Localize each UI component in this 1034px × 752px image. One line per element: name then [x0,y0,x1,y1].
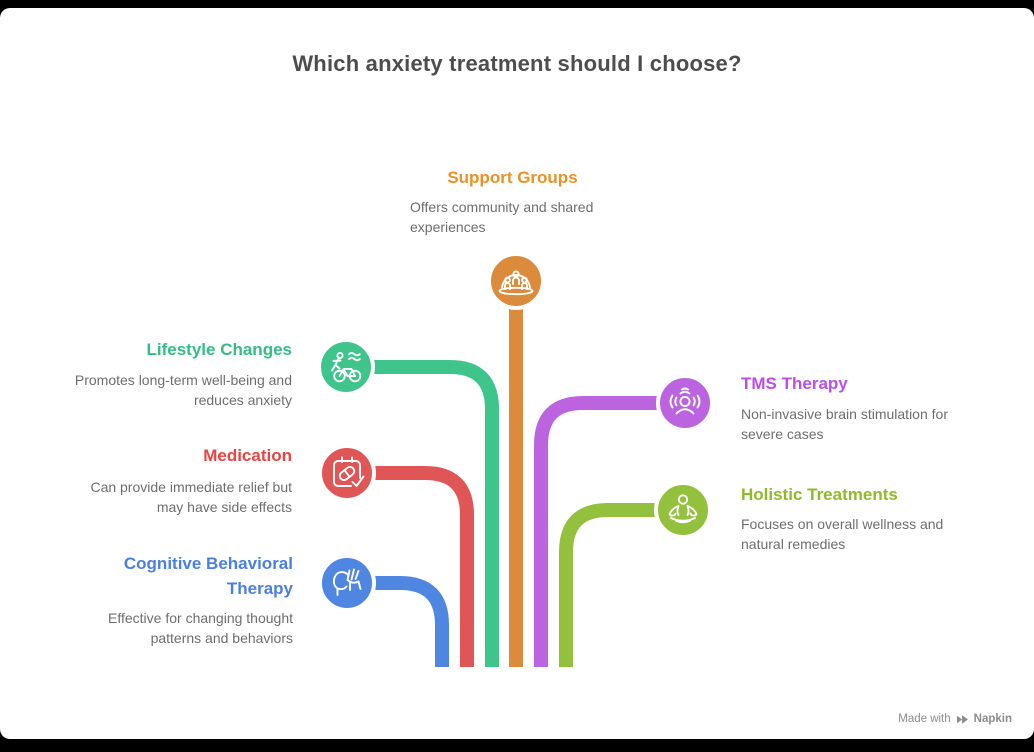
medication-label: Medication [203,446,292,465]
description-line: severe cases [741,426,824,442]
lifestyle-changes-node [317,338,375,396]
label-line: Cognitive Behavioral [123,554,293,573]
running-cycling-icon [331,351,362,383]
napkin-logo-icon [956,714,968,724]
medication-description: Can provide immediate relief but may hav… [52,477,292,517]
support-groups-label: Support Groups [447,168,578,187]
description-line: natural remedies [741,536,846,552]
lifestyle-changes-description: Promotes long-term well-being and reduce… [52,370,292,410]
page-title: Which anxiety treatment should I choose? [292,51,742,76]
head-hand-icon [332,568,362,596]
made-with-napkin[interactable]: Made with Napkin [898,713,1012,725]
holistic-treatments-connector [556,500,683,670]
tms-therapy-description: Non-invasive brain stimulation for sever… [741,404,991,444]
tms-therapy-connector [531,393,685,670]
cbt-connector [347,573,452,670]
lifestyle-changes-label: Lifestyle Changes [146,340,293,359]
description-line: Non-invasive brain stimulation for [741,406,948,422]
pill-check-icon [333,456,365,487]
description-line: reduces anxiety [193,392,292,408]
description-line: Effective for changing thought [108,610,293,626]
holistic-treatments-node [654,481,712,539]
meditation-icon [668,494,698,524]
description-line: Offers community and shared [410,199,594,215]
cbt-description: Effective for changing thought patterns … [53,608,293,648]
people-group-icon [498,270,534,296]
support-groups-node [487,252,545,310]
cbt-node [318,554,376,612]
lifestyle-changes-connector [346,357,502,670]
watermark-brand: Napkin [973,713,1012,725]
holistic-treatments-label: Holistic Treatments [741,485,898,504]
description-line: Can provide immediate relief but [90,479,292,495]
brain-stimulation-icon [669,387,701,415]
description-line: patterns and behaviors [150,630,293,646]
description-line: experiences [410,219,486,235]
medication-connector [347,463,477,670]
label-line: Therapy [226,579,293,598]
tms-therapy-label: TMS Therapy [741,374,848,393]
description-line: Focuses on overall wellness and [741,516,944,532]
support-groups-description: Offers community and shared experiences [410,197,622,237]
cbt-label: Cognitive Behavioral Therapy [97,551,293,601]
description-line: Promotes long-term well-being and [74,372,292,388]
description-line: may have side effects [156,499,292,515]
tms-therapy-node [656,374,714,432]
holistic-treatments-description: Focuses on overall wellness and natural … [741,514,991,554]
watermark-prefix: Made with [898,713,951,725]
